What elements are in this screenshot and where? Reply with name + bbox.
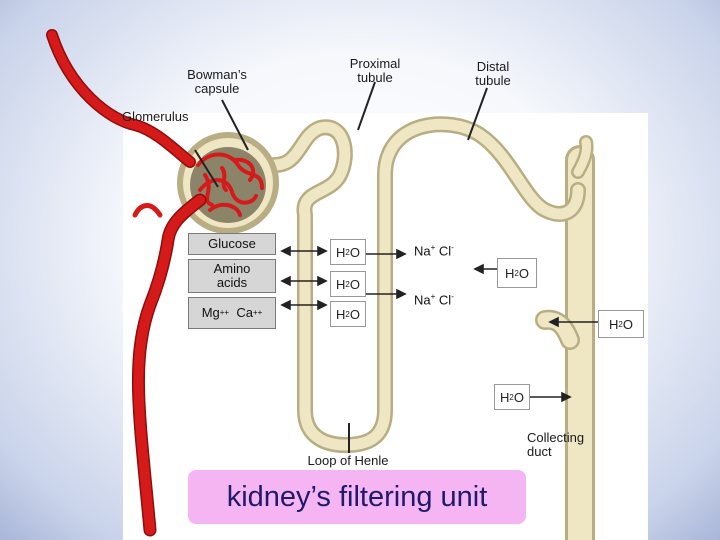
title-text: kidney’s filtering unit: [226, 480, 488, 513]
bowmans-capsule-label: Bowman’s capsule: [187, 67, 247, 96]
glomerulus-tuft: [196, 152, 264, 217]
glucose-box: Glucose: [188, 233, 276, 255]
proximal-tubule-label: Proximal tubule: [349, 56, 401, 85]
pointer-lines: [194, 81, 488, 453]
nacl-label: Na+ Cl-: [414, 292, 454, 308]
collecting-duct-label: Collecting duct: [527, 430, 585, 459]
glomerulus-label: Glomerulus: [122, 109, 189, 124]
amino-acids-box: Amino acids: [188, 259, 276, 293]
renal-tubule: [267, 116, 586, 453]
minerals-box: Mg++ Ca++: [188, 297, 276, 329]
collecting-duct: [535, 135, 595, 540]
loop-of-henle-label: Loop of Henle: [307, 453, 389, 468]
distal-tubule-label: Distal tubule: [475, 59, 511, 88]
exchange-arrows: [280, 245, 600, 403]
artery: [46, 29, 207, 537]
nacl-label: Na+ Cl-: [414, 243, 454, 259]
title-banner: kidney’s filtering unit: [188, 470, 526, 524]
